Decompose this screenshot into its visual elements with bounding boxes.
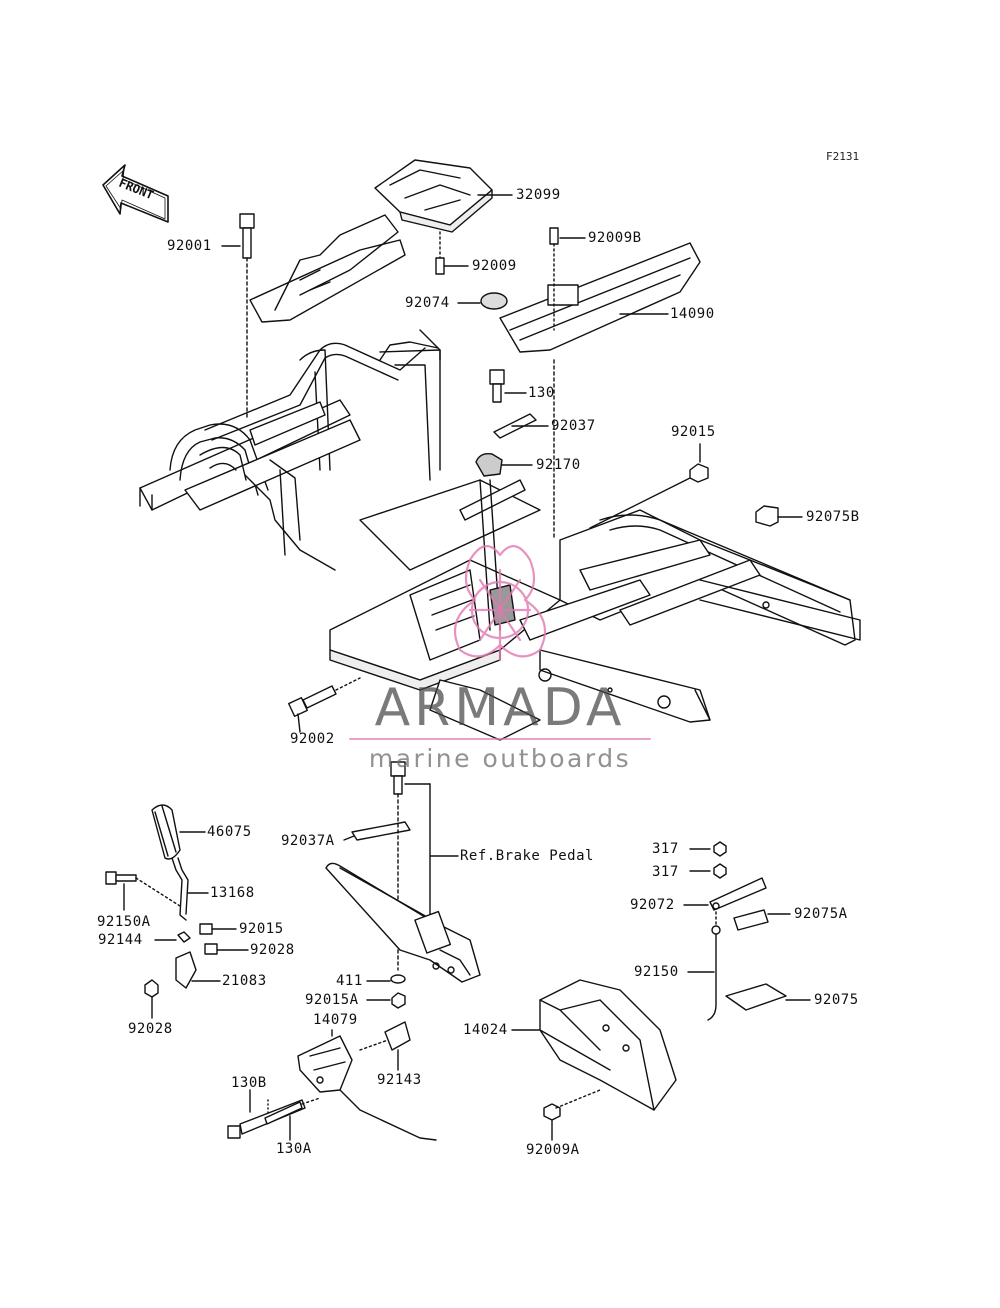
label-130A: 130A [276, 1141, 312, 1157]
label-14090: 14090 [670, 306, 715, 322]
label-92037: 92037 [551, 418, 596, 434]
label-92001: 92001 [167, 238, 212, 254]
brake-pedal-group [325, 761, 481, 1009]
label-ref-brake-pedal: Ref.Brake Pedal [460, 848, 594, 864]
label-92150: 92150 [634, 964, 679, 980]
label-92144: 92144 [98, 932, 143, 948]
label-92075A: 92075A [794, 906, 848, 922]
label-92002: 92002 [290, 731, 335, 747]
shift-lever-group [105, 804, 249, 1019]
label-92028-right: 92028 [250, 942, 295, 958]
label-32099: 32099 [516, 187, 561, 203]
cable-holder-14079 [227, 1021, 437, 1141]
label-92143: 92143 [377, 1072, 422, 1088]
label-130: 130 [528, 385, 555, 401]
label-92037A: 92037A [281, 833, 335, 849]
label-13168: 13168 [210, 885, 255, 901]
label-14024: 14024 [463, 1022, 508, 1038]
label-92009B: 92009B [588, 230, 642, 246]
label-14079: 14079 [313, 1012, 358, 1028]
label-92015-mid: 92015 [239, 921, 284, 937]
label-92009: 92009 [472, 258, 517, 274]
shield-14090 [499, 242, 701, 353]
bolt-130 [489, 369, 527, 403]
label-92075: 92075 [814, 992, 859, 1008]
damper-92170 [475, 359, 555, 541]
bolt-92002 [287, 677, 361, 733]
front-arrow-icon: FRONT [102, 164, 169, 223]
label-92150A: 92150A [97, 914, 151, 930]
watermark-title: ARMADA [374, 678, 626, 738]
bracket-front [249, 214, 406, 323]
label-317-b: 317 [652, 864, 679, 880]
watermark-emblem [453, 545, 547, 662]
label-92074: 92074 [405, 295, 450, 311]
bolt-92009B [549, 227, 586, 331]
cap-92074 [457, 292, 508, 310]
watermark-subtitle: marine outboards [368, 744, 632, 773]
pad-92075B [755, 505, 803, 527]
plate-92037 [493, 413, 549, 439]
label-21083: 21083 [222, 973, 267, 989]
label-317-a: 317 [652, 841, 679, 857]
label-92170: 92170 [536, 457, 581, 473]
label-92015-top: 92015 [671, 424, 716, 440]
bolt-92009 [435, 231, 469, 275]
small-parts-right [683, 841, 811, 1021]
cover-14024 [511, 979, 677, 1141]
label-92009A: 92009A [526, 1142, 580, 1158]
label-92075B: 92075B [806, 509, 860, 525]
label-92072: 92072 [630, 897, 675, 913]
label-130B: 130B [231, 1075, 267, 1091]
label-92028-left: 92028 [128, 1021, 173, 1037]
label-411: 411 [336, 973, 363, 989]
cover-32099 [374, 159, 513, 233]
bolt-92001 [221, 213, 255, 421]
label-46075: 46075 [207, 824, 252, 840]
main-frame [139, 329, 861, 741]
figure-id: F2131 [826, 150, 860, 163]
label-92015A: 92015A [305, 992, 359, 1008]
nut-92015 [589, 443, 709, 529]
